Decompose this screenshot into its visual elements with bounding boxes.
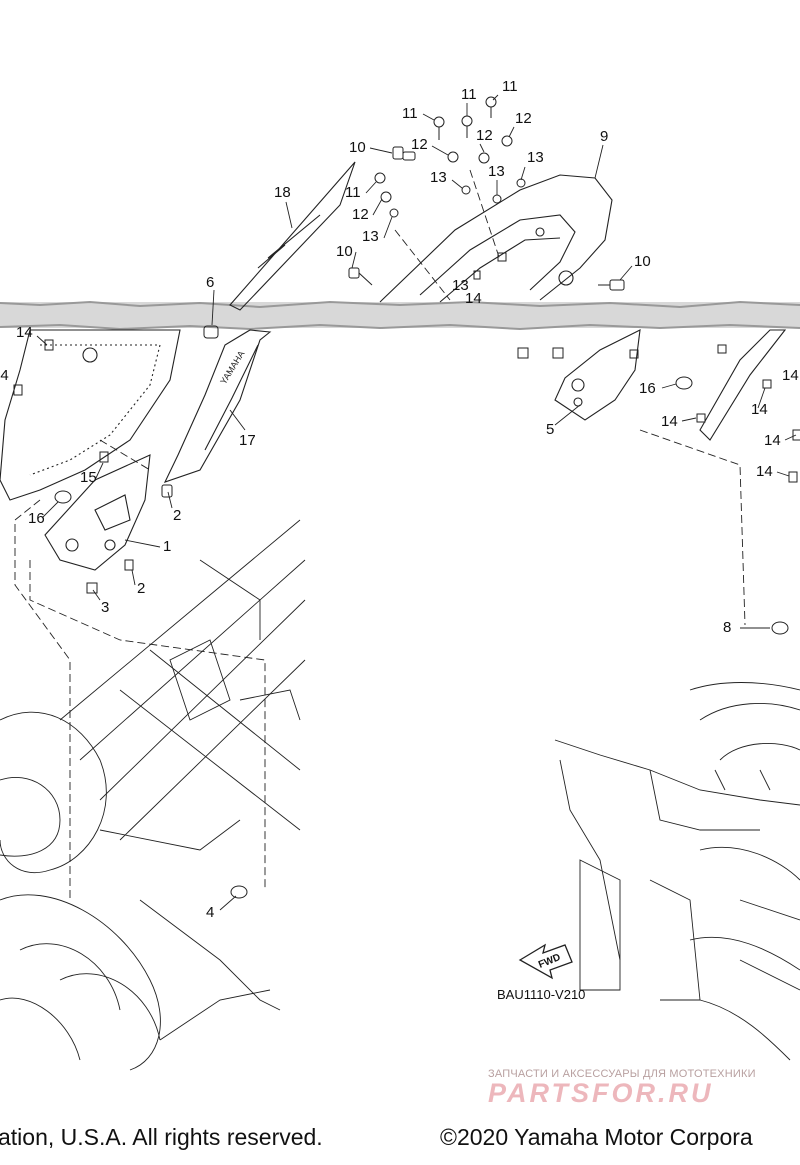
part-18-side-cover [229, 161, 356, 311]
callout-8: 8 [723, 619, 731, 636]
callout-12: 12 [515, 110, 532, 127]
callout-12: 12 [352, 206, 369, 223]
callout-14: 14 [0, 367, 9, 384]
callout-16: 16 [639, 380, 656, 397]
callout-13: 13 [452, 277, 469, 294]
callout-12: 12 [476, 127, 493, 144]
part-9-rear-cowl [379, 174, 613, 303]
callout-13: 13 [527, 149, 544, 166]
callout-13: 13 [430, 169, 447, 186]
callout-11: 11 [502, 78, 518, 95]
callout-2: 2 [173, 507, 181, 524]
callout-13: 13 [362, 228, 379, 245]
left-cover-panel [0, 329, 181, 501]
callout-leaders [36, 94, 797, 911]
callout-16: 16 [28, 510, 45, 527]
watermark: ЗАПЧАСТИ И АКСЕССУАРЫ ДЛЯ МОТОТЕХНИКИ PA… [488, 1068, 788, 1109]
callout-17: 17 [239, 432, 256, 449]
copyright-footer-right: ©2020 Yamaha Motor Corpora [440, 1124, 753, 1150]
callout-14: 14 [16, 324, 33, 341]
part-17-side-panel [163, 329, 272, 483]
callout-14: 14 [782, 367, 799, 384]
callout-3: 3 [101, 599, 109, 616]
callout-11: 11 [402, 105, 418, 122]
part-5-bracket [554, 329, 641, 421]
scan-tear-edge [0, 300, 800, 309]
part-1-bracket [44, 454, 151, 571]
fwd-label: FWD [537, 952, 562, 971]
right-engine-illustration [554, 682, 800, 1061]
callout-12: 12 [411, 136, 428, 153]
callout-labels: 1 2 2 3 4 5 6 8 9 10 10 10 11 11 11 11 1… [0, 78, 799, 921]
callout-2: 2 [137, 580, 145, 597]
callout-14: 14 [465, 290, 482, 307]
callout-9: 9 [600, 128, 608, 145]
watermark-caption: ЗАПЧАСТИ И АКСЕССУАРЫ ДЛЯ МОТОТЕХНИКИ [488, 1068, 756, 1080]
callout-15: 15 [80, 469, 97, 486]
callout-14: 14 [756, 463, 773, 480]
callout-4: 4 [206, 904, 214, 921]
callout-10: 10 [634, 253, 651, 270]
left-frame-illustration [0, 519, 306, 1071]
watermark-logo: PARTSFOR.RU [488, 1078, 714, 1108]
callout-11: 11 [345, 184, 361, 201]
callout-6: 6 [206, 274, 214, 291]
hardware-group [13, 96, 800, 899]
fwd-arrow [518, 943, 573, 980]
copyright-footer-left: ation, U.S.A. All rights reserved. [0, 1124, 323, 1150]
callout-10: 10 [349, 139, 366, 156]
brand-text: YAMAHA [218, 349, 246, 386]
callout-14: 14 [751, 401, 768, 418]
callout-11: 11 [461, 86, 477, 103]
callout-1: 1 [163, 538, 171, 555]
callout-18: 18 [274, 184, 291, 201]
callout-14: 14 [764, 432, 781, 449]
callout-13: 13 [488, 163, 505, 180]
callout-10: 10 [336, 243, 353, 260]
callout-14: 14 [661, 413, 678, 430]
right-stay [699, 329, 787, 441]
diagram-code: BAU1110-V210 [497, 987, 586, 1002]
callout-5: 5 [546, 421, 554, 438]
